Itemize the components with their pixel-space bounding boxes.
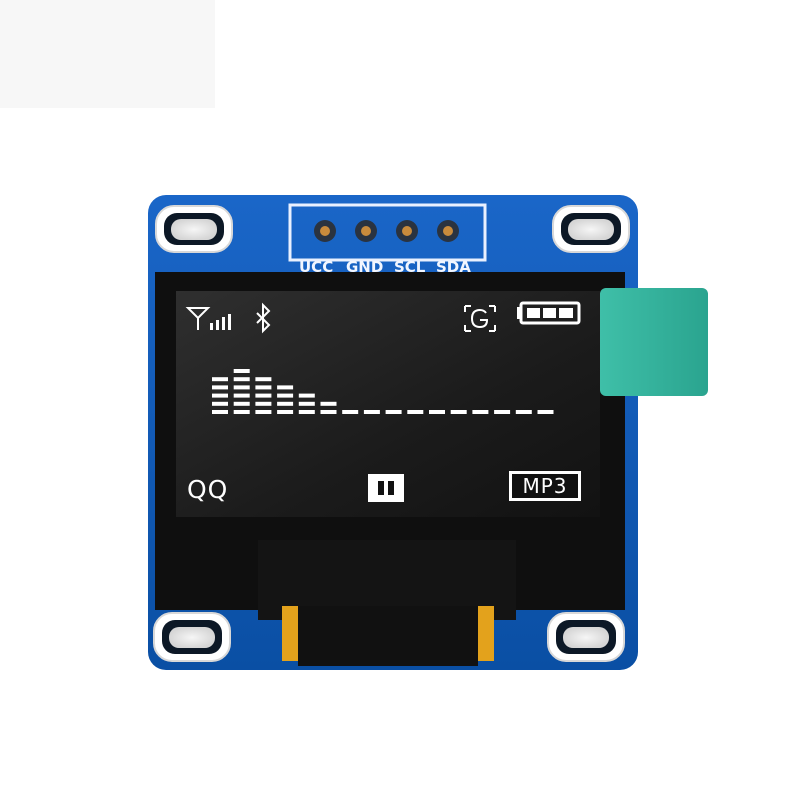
eq-segment — [277, 393, 294, 398]
eq-segment — [298, 393, 315, 398]
flex-cable-tab-left — [282, 606, 298, 661]
protective-film-tab — [600, 288, 708, 396]
eq-segment — [494, 410, 511, 414]
pause-icon — [368, 474, 404, 502]
eq-segment — [233, 410, 250, 414]
eq-column — [320, 401, 337, 414]
background-patch — [0, 0, 215, 108]
eq-column — [363, 410, 380, 414]
eq-segment — [255, 410, 272, 414]
eq-column — [277, 385, 294, 414]
eq-column — [515, 410, 532, 414]
eq-segment — [233, 401, 250, 406]
eq-column — [233, 369, 250, 414]
eq-segment — [255, 377, 272, 382]
mounting-hole-bottom-right — [547, 612, 625, 662]
eq-column — [298, 393, 315, 414]
eq-column — [255, 377, 272, 414]
eq-column — [537, 410, 554, 414]
eq-segment — [537, 410, 554, 414]
signal-icon — [185, 307, 231, 330]
eq-segment — [212, 393, 228, 398]
eq-segment — [298, 401, 315, 406]
eq-segment — [298, 410, 315, 414]
eq-column — [212, 377, 228, 414]
pin-sda — [443, 226, 453, 236]
eq-segment — [515, 410, 532, 414]
mounting-hole-bottom-left — [153, 612, 231, 662]
eq-segment — [233, 377, 250, 382]
eq-segment — [212, 385, 228, 390]
bluetooth-icon — [256, 302, 271, 334]
eq-segment — [255, 385, 272, 390]
pin-ucc — [320, 226, 330, 236]
mounting-hole-top-right — [552, 205, 630, 253]
eq-segment — [255, 393, 272, 398]
eq-segment — [385, 410, 402, 414]
eq-segment — [277, 385, 294, 390]
battery-icon — [517, 301, 581, 325]
pin-label-scl: SCL — [394, 258, 426, 276]
flex-cable-body — [298, 606, 478, 666]
eq-segment — [212, 377, 228, 382]
eq-segment — [212, 401, 228, 406]
pin-header-outline — [288, 203, 487, 262]
pin-label-sda: SDA — [436, 258, 471, 276]
eq-segment — [472, 410, 489, 414]
eq-segment — [277, 401, 294, 406]
mp3-label: MP3 — [512, 474, 578, 498]
mp3-badge: MP3 — [509, 471, 581, 501]
eq-segment — [233, 393, 250, 398]
eq-segment — [233, 385, 250, 390]
qq-label: QQ — [187, 475, 229, 504]
eq-segment — [407, 410, 424, 414]
mounting-hole-top-left — [155, 205, 233, 253]
equalizer — [212, 369, 554, 414]
eq-column — [450, 410, 467, 414]
eq-column — [472, 410, 489, 414]
eq-segment — [212, 410, 228, 414]
g-icon — [464, 305, 496, 332]
flex-cable-tab-right — [478, 606, 494, 661]
eq-column — [385, 410, 402, 414]
eq-column — [494, 410, 511, 414]
pin-label-ucc: UCC — [299, 258, 334, 276]
eq-segment — [233, 369, 250, 373]
eq-segment — [277, 410, 294, 414]
eq-segment — [450, 410, 467, 414]
eq-segment — [363, 410, 380, 414]
pin-label-gnd: GND — [346, 258, 384, 276]
eq-column — [429, 410, 445, 414]
pin-header — [314, 220, 459, 242]
eq-column — [407, 410, 424, 414]
eq-segment — [255, 401, 272, 406]
eq-segment — [320, 401, 337, 406]
eq-column — [342, 410, 359, 414]
eq-segment — [429, 410, 445, 414]
pin-gnd — [361, 226, 371, 236]
eq-segment — [342, 410, 359, 414]
pin-scl — [402, 226, 412, 236]
eq-segment — [320, 410, 337, 414]
